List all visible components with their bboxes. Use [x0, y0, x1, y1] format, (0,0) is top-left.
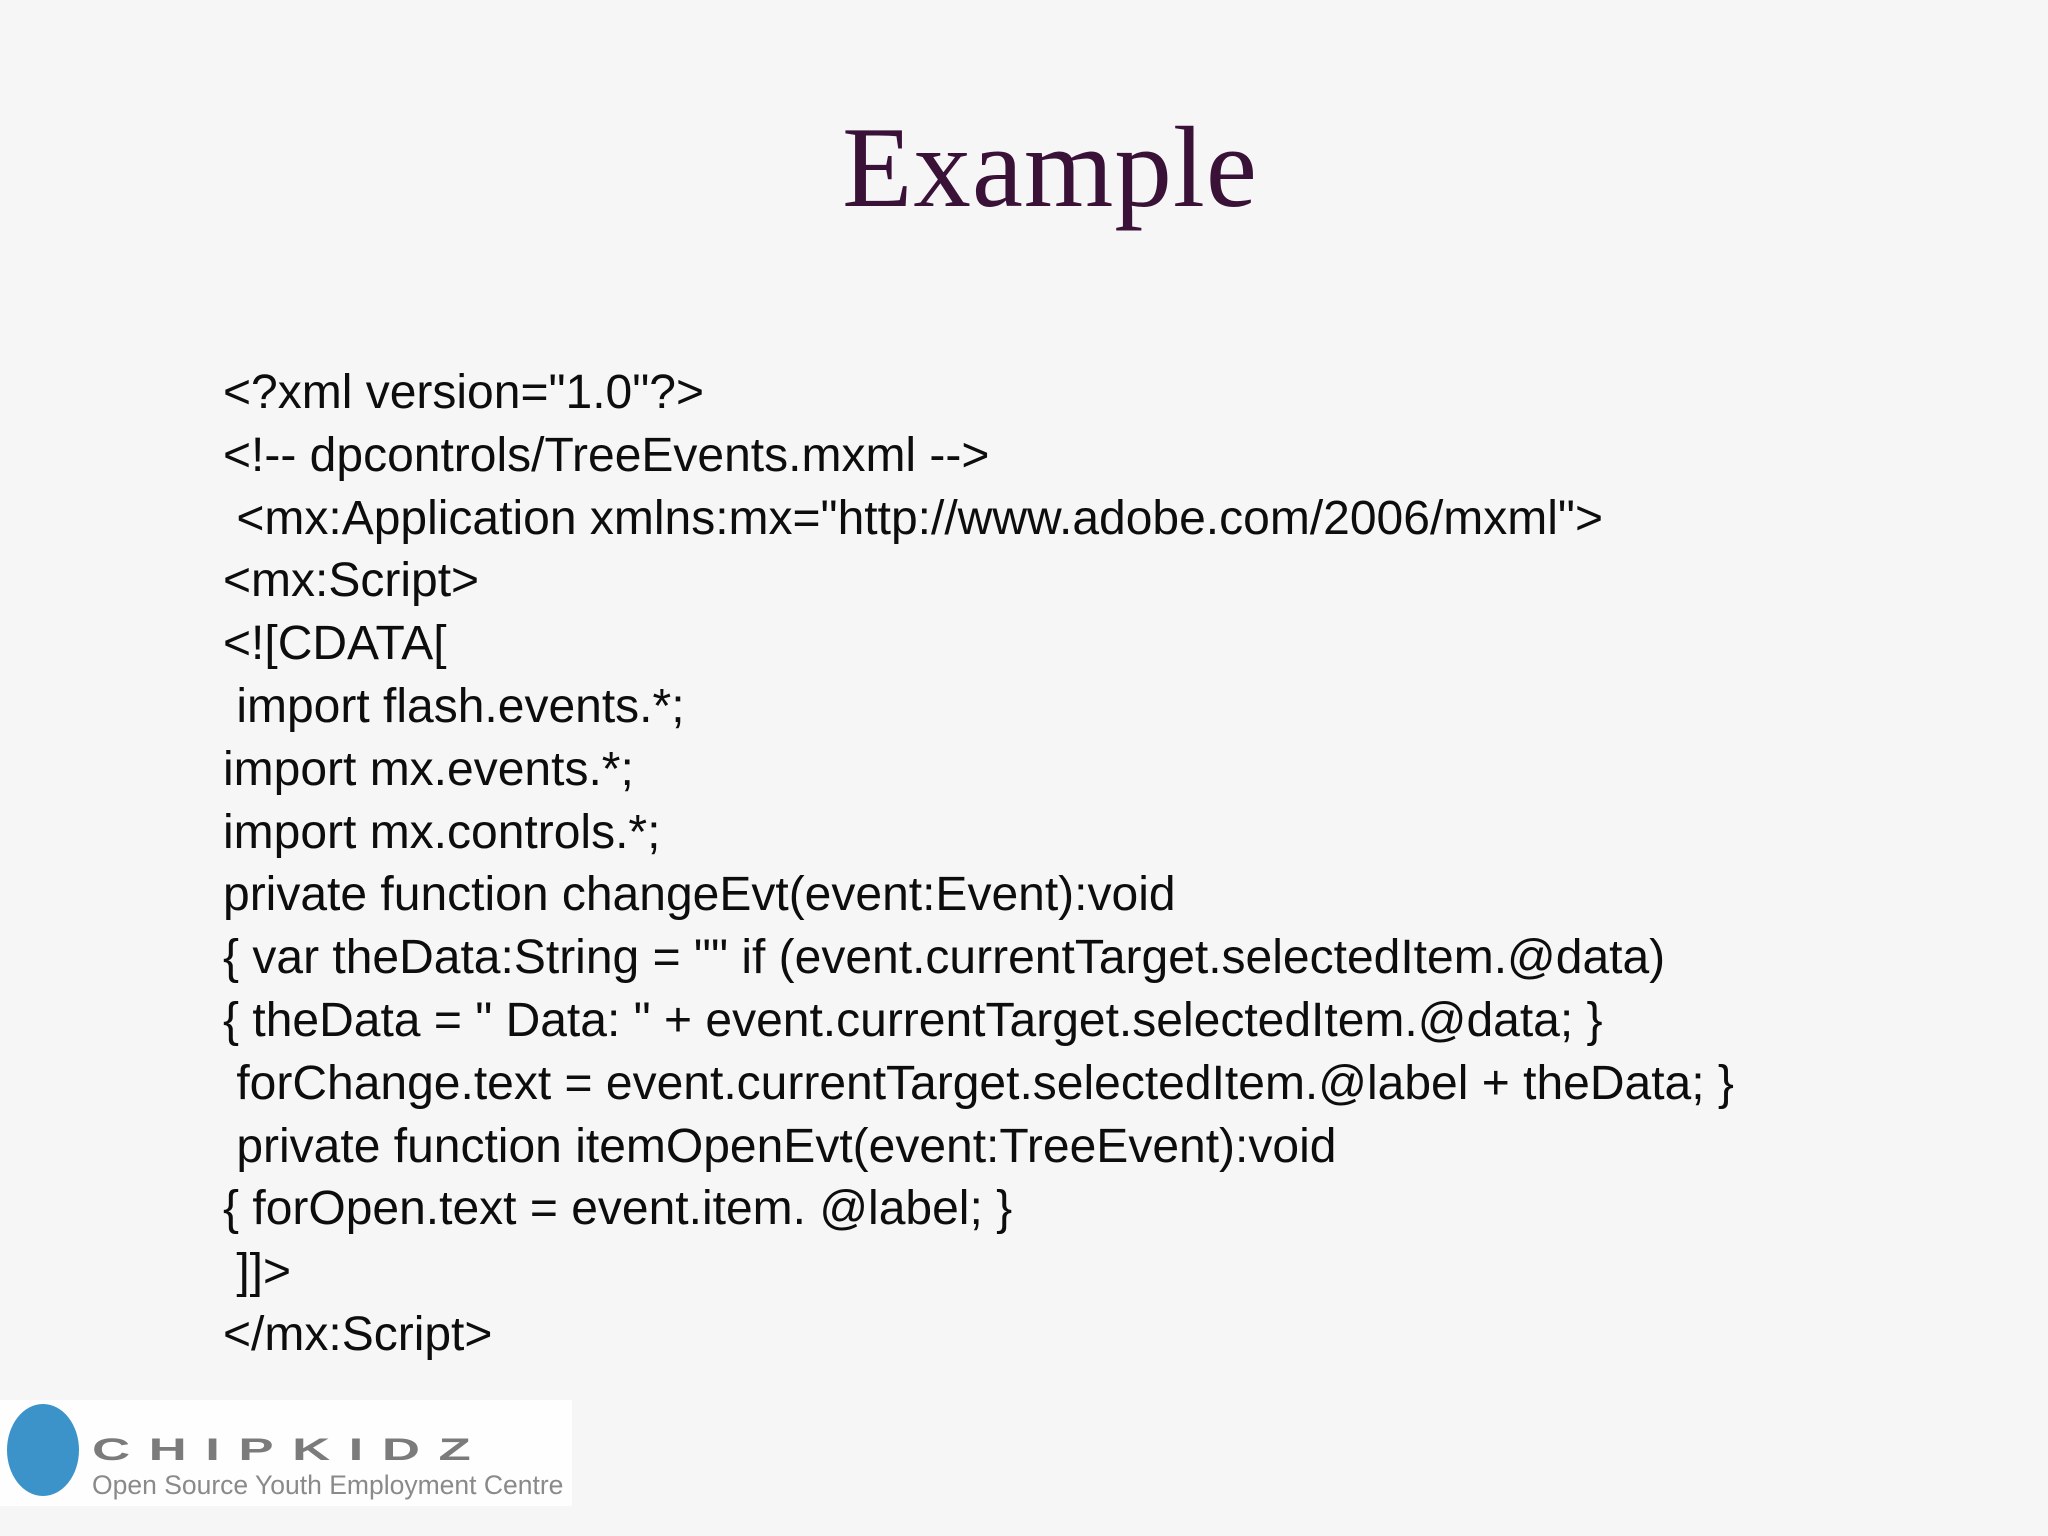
code-line: <mx:Script>: [223, 554, 480, 608]
code-line: private function changeEvt(event:Event):…: [223, 868, 1176, 922]
logo-tagline: Open Source Youth Employment Centre: [92, 1470, 564, 1500]
code-block: <?xml version="1.0"?> <!-- dpcontrols/Tre…: [223, 362, 1734, 1367]
code-line: forChange.text = event.currentTarget.sel…: [223, 1056, 1734, 1110]
code-line: { forOpen.text = event.item. @label; }: [223, 1182, 1013, 1236]
code-line: <![CDATA[: [223, 617, 447, 671]
code-line: { theData = " Data: " + event.currentTar…: [223, 993, 1603, 1047]
code-line: import mx.controls.*;: [223, 805, 661, 859]
code-line: <?xml version="1.0"?>: [223, 366, 705, 419]
code-line: import flash.events.*;: [223, 679, 685, 733]
code-line: ]]>: [223, 1245, 292, 1299]
code-line: <!-- dpcontrols/TreeEvents.mxml -->: [223, 428, 990, 482]
logo-wordmark: CHIPKIDZ: [92, 1432, 490, 1468]
logo-circle-icon: [7, 1404, 79, 1496]
code-line: <mx:Application xmlns:mx="http://www.ado…: [223, 491, 1603, 545]
code-line: import mx.events.*;: [223, 742, 634, 796]
chipkidz-logo: CHIPKIDZ Open Source Youth Employment Ce…: [0, 1400, 572, 1506]
code-line: </mx:Script>: [223, 1307, 493, 1361]
code-line: private function itemOpenEvt(event:TreeE…: [223, 1119, 1337, 1173]
code-line: { var theData:String = "" if (event.curr…: [223, 931, 1666, 985]
slide-title: Example: [842, 104, 1258, 231]
